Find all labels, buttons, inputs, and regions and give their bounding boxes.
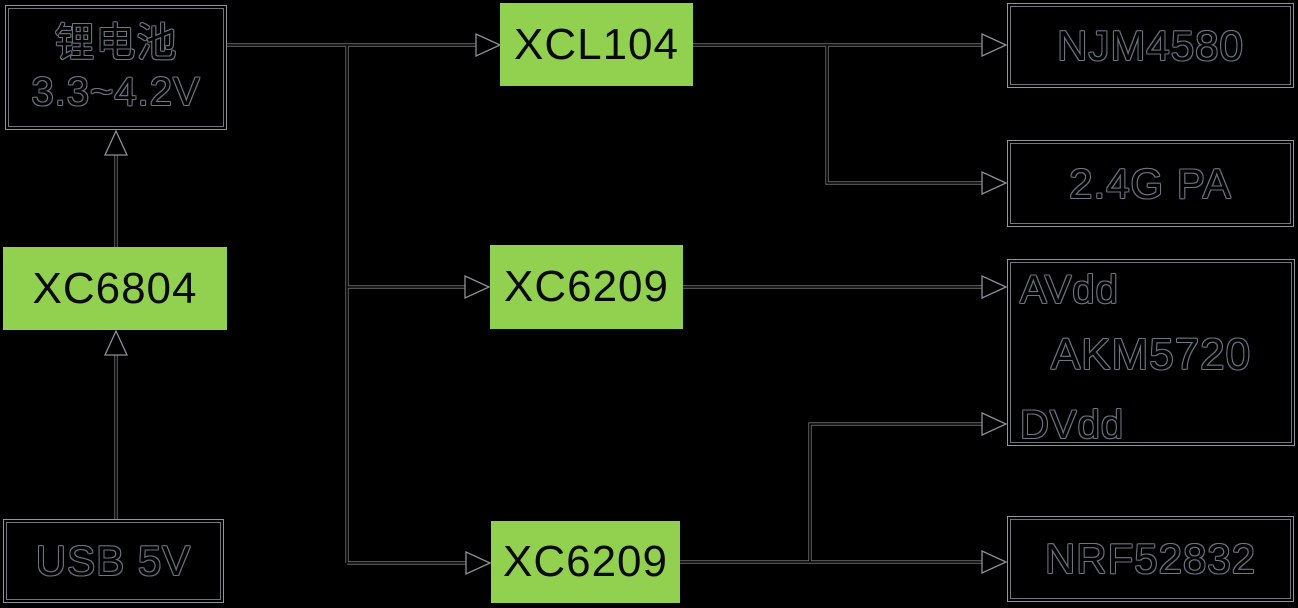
node-nrf52832: NRF52832: [1007, 516, 1294, 602]
edge-battery-trunk-halo: [345, 45, 466, 565]
node-xcl104: XCL104: [500, 3, 693, 86]
arrowhead-into-xc6209-mid: [464, 274, 491, 300]
arrowhead-into-avdd: [981, 274, 1008, 300]
node-24g-pa: 2.4G PA: [1007, 140, 1294, 227]
edge-xc6209bot-to-dvdd-halo: [808, 422, 982, 562]
akm5720-pin-avdd: AVdd: [1020, 268, 1119, 312]
edge-xc6209bot-to-dvdd-core: [809, 423, 982, 562]
node-xc6209-bot: XC6209: [491, 521, 680, 603]
battery-label-line1: 锂电池: [54, 20, 178, 65]
node-usb-5v: USB 5V: [3, 519, 224, 603]
akm5720-pin-dvdd: DVdd: [1020, 403, 1125, 447]
xcl104-label: XCL104: [513, 19, 679, 69]
akm5720-label: AKM5720: [1050, 330, 1252, 379]
node-njm4580: NJM4580: [1007, 3, 1294, 88]
node-xc6804: XC6804: [3, 247, 227, 330]
arrowhead-into-battery: [103, 129, 129, 156]
node-akm5720: AVdd AKM5720 DVdd: [1007, 259, 1295, 447]
arrowhead-into-xcl104: [475, 32, 502, 58]
edge-xcl104-to-pa-halo: [825, 45, 982, 185]
node-battery: 锂电池 3.3~4.2V: [5, 5, 227, 130]
battery-label-line2: 3.3~4.2V: [31, 69, 201, 114]
node-xc6209-mid: XC6209: [490, 245, 683, 329]
xc6209-mid-label: XC6209: [503, 262, 669, 312]
nrf52832-label: NRF52832: [1044, 535, 1257, 583]
arrowhead-into-dvdd: [981, 411, 1008, 437]
xc6209-bot-label: XC6209: [502, 537, 668, 587]
arrowhead-into-xc6209-bot: [465, 550, 492, 576]
arrowhead-into-xc6804: [103, 329, 129, 356]
edge-xcl104-to-pa-core: [826, 45, 982, 184]
arrowhead-into-njm4580: [981, 32, 1008, 58]
battery-label: 锂电池 3.3~4.2V: [31, 21, 200, 115]
usb-5v-label: USB 5V: [35, 537, 192, 585]
arrowhead-into-nrf52832: [981, 549, 1008, 575]
xc6804-label: XC6804: [32, 263, 198, 313]
njm4580-label: NJM4580: [1057, 21, 1244, 69]
24g-pa-label: 2.4G PA: [1069, 159, 1232, 207]
arrowhead-into-pa: [981, 170, 1008, 196]
edge-battery-trunk-core: [346, 45, 466, 564]
